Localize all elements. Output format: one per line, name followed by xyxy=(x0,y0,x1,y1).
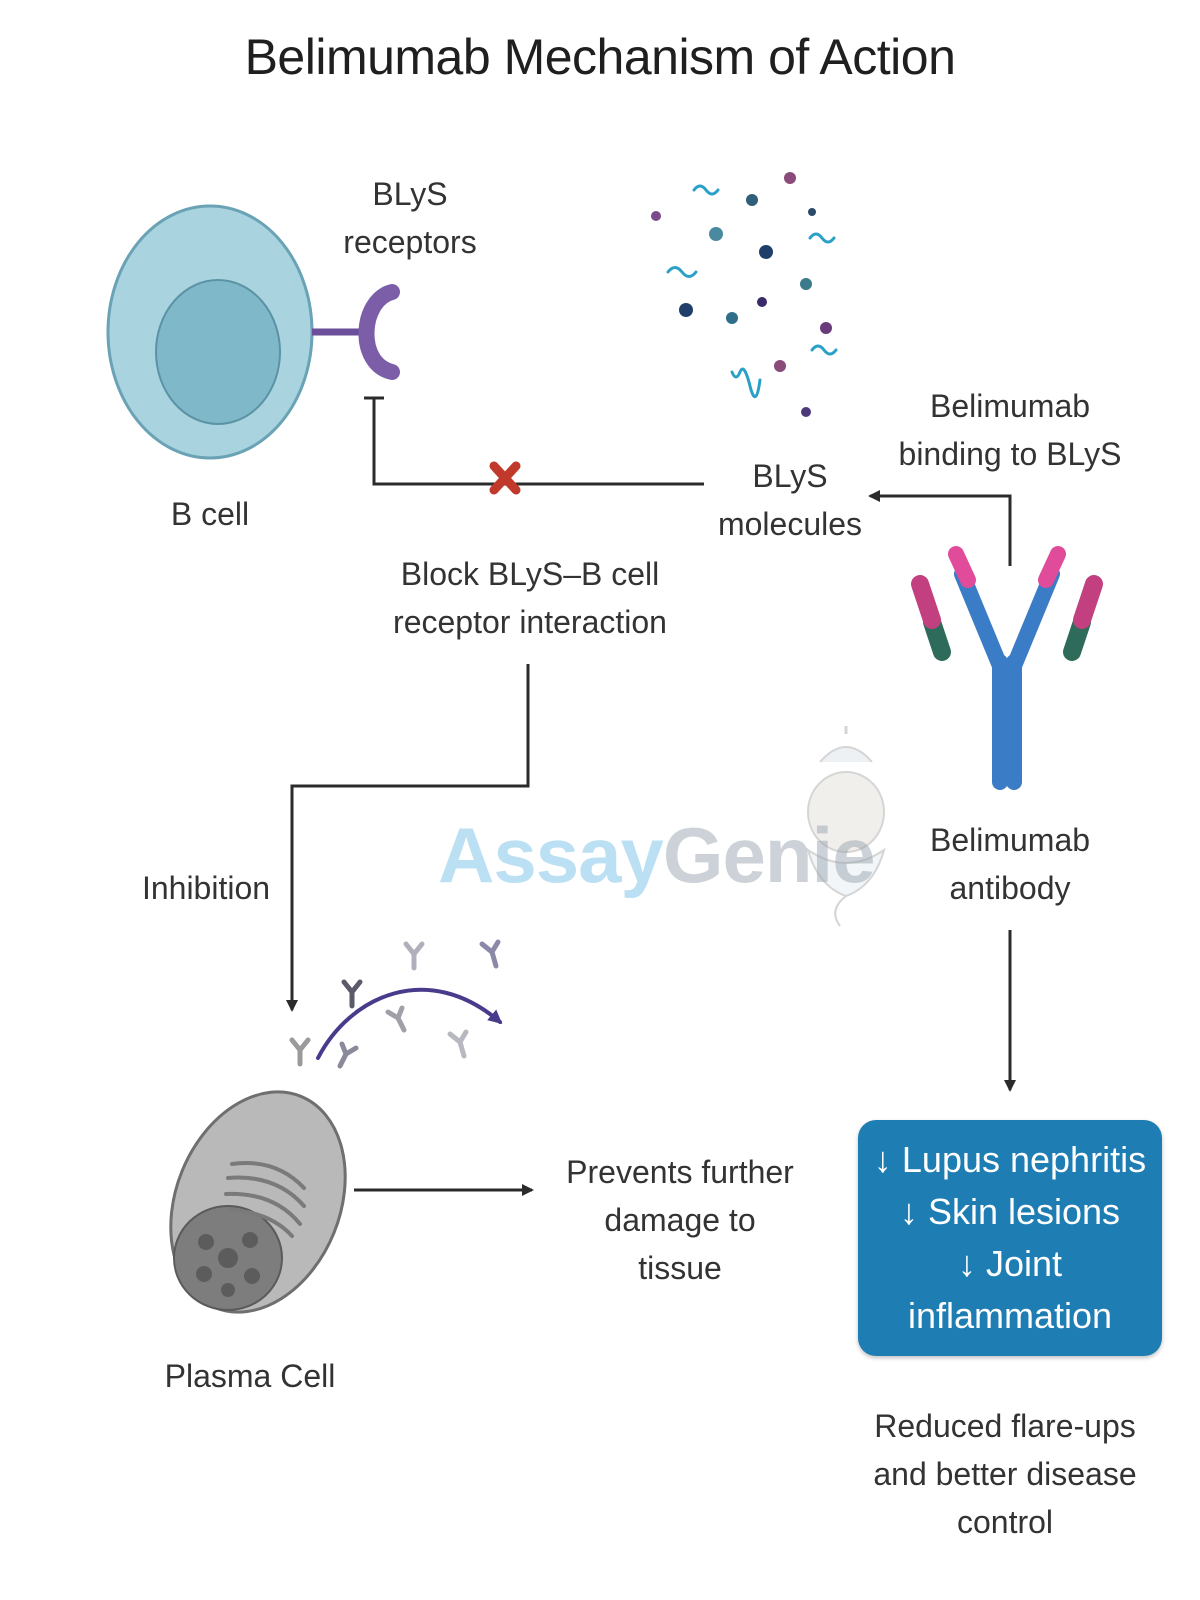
blys-molecules-label: BLyS molecules xyxy=(700,452,880,548)
label-line: Belimumab xyxy=(929,822,1091,858)
block-interaction-label: Block BLyS–B cell receptor interaction xyxy=(380,550,680,646)
label-line: Block BLyS–B cell xyxy=(400,556,660,592)
label-line: Reduced flare-ups xyxy=(874,1408,1136,1444)
outcomes-box: ↓ Lupus nephritis ↓ Skin lesions ↓ Joint… xyxy=(858,1120,1162,1356)
label-line: control xyxy=(956,1504,1054,1540)
outcome-lupus-nephritis: ↓ Lupus nephritis xyxy=(873,1139,1147,1180)
label-line: molecules xyxy=(717,506,863,542)
outcome-skin-lesions: ↓ Skin lesions xyxy=(899,1191,1121,1232)
label-line: Belimumab xyxy=(929,388,1091,424)
belimumab-antibody-icon xyxy=(911,546,1103,790)
label-line: antibody xyxy=(949,870,1071,906)
inhibition-label: Inhibition xyxy=(141,870,271,906)
label-line: BLyS xyxy=(372,176,448,212)
belimumab-binding-label: Belimumab binding to BLyS xyxy=(880,382,1140,478)
plasma-cell-icon xyxy=(169,1090,347,1314)
label-line: and better disease xyxy=(873,1456,1137,1492)
binding-arrow xyxy=(868,490,1012,566)
block-x-icon xyxy=(489,461,521,495)
outcome-inflammation: inflammation xyxy=(907,1295,1113,1336)
assaygenie-watermark: AssayGenie xyxy=(438,810,876,901)
b-cell-label: B cell xyxy=(170,496,250,532)
label-line: tissue xyxy=(638,1250,722,1286)
released-antibodies-icon xyxy=(289,939,503,1069)
reduced-flare-label: Reduced flare-ups and better disease con… xyxy=(850,1402,1160,1546)
label-line: receptor interaction xyxy=(393,604,667,640)
label-line: binding to BLyS xyxy=(898,436,1122,472)
b-cell-icon xyxy=(106,204,314,460)
diagram-title: Belimumab Mechanism of Action xyxy=(244,29,956,85)
plasma-cell-label: Plasma Cell xyxy=(164,1358,336,1394)
inhibition-line xyxy=(364,396,704,486)
watermark-part-1: Assay xyxy=(438,811,664,899)
genie-mascot-icon xyxy=(806,726,886,927)
inhibition-arrow xyxy=(286,664,530,1012)
belimumab-antibody-label: Belimumab antibody xyxy=(900,816,1120,912)
label-line: receptors xyxy=(343,224,477,260)
watermark-part-2: Genie xyxy=(662,811,876,899)
blys-molecules-icon xyxy=(651,172,838,417)
label-line: damage to xyxy=(604,1202,756,1238)
outcome-joint: ↓ Joint xyxy=(957,1243,1063,1284)
blys-receptors-label: BLyS receptors xyxy=(330,170,490,266)
label-line: Prevents further xyxy=(566,1154,794,1190)
prevents-damage-label: Prevents further damage to tissue xyxy=(550,1148,810,1292)
blys-receptor-icon xyxy=(312,284,400,380)
label-line: BLyS xyxy=(752,458,828,494)
